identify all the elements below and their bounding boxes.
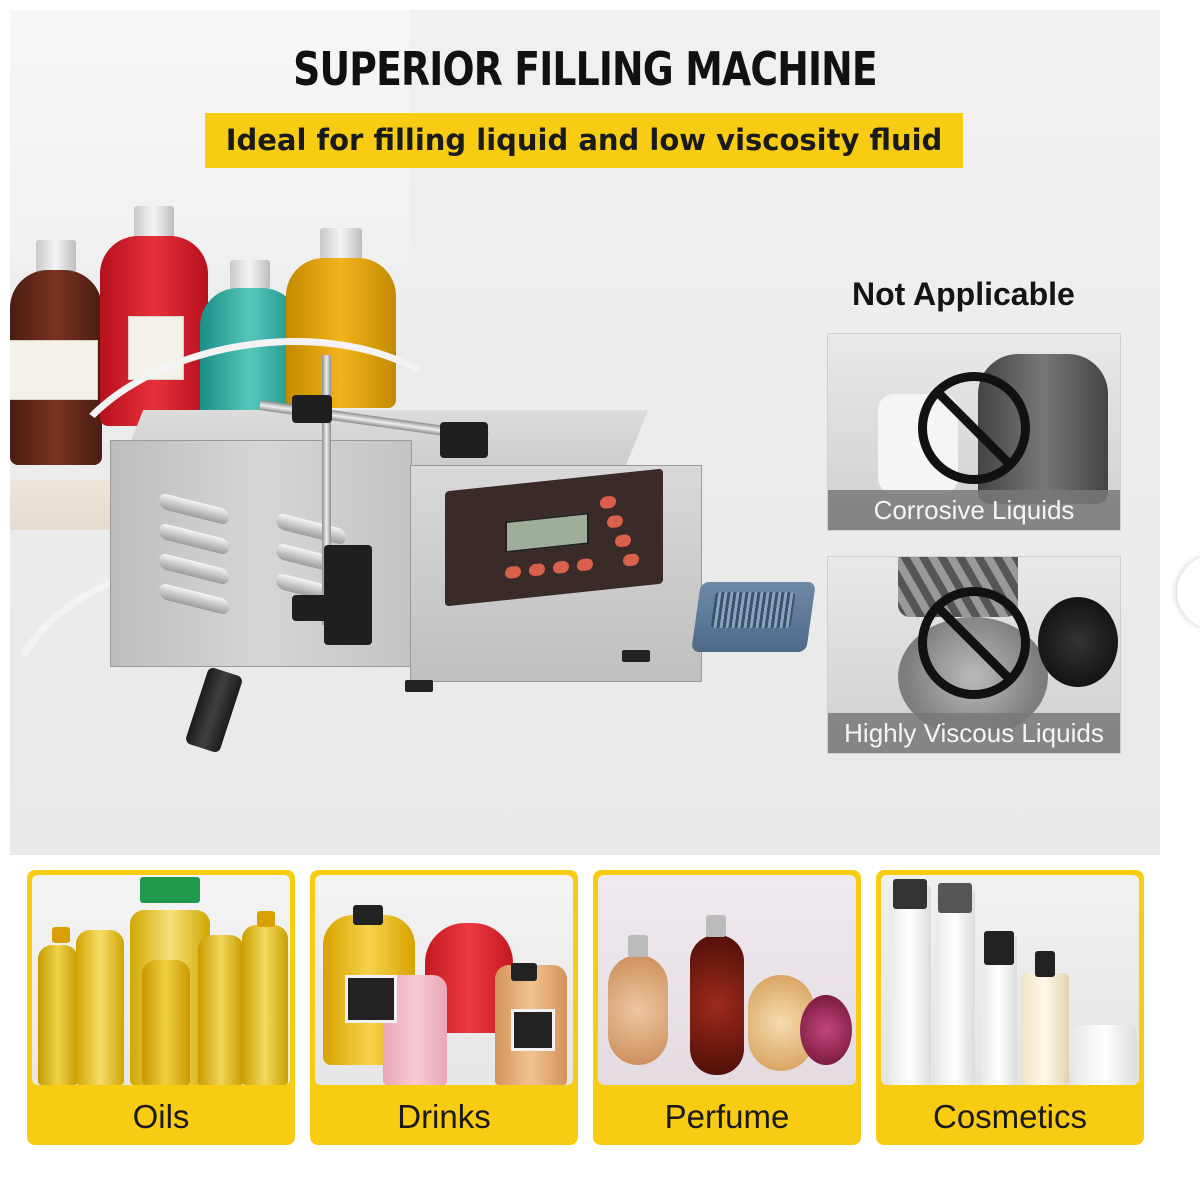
application-drinks: Drinks <box>310 870 578 1145</box>
prohibited-icon <box>918 372 1030 484</box>
page-subtitle: Ideal for filling liquid and low viscosi… <box>205 113 963 168</box>
not-applicable-viscous: Highly Viscous Liquids <box>827 556 1121 754</box>
not-applicable-label: Highly Viscous Liquids <box>828 713 1120 753</box>
application-label: Oils <box>132 1098 190 1135</box>
drinks-photo <box>315 875 573 1085</box>
perfume-photo <box>598 875 856 1085</box>
application-perfume: Perfume <box>593 870 861 1145</box>
lcd-display <box>505 512 589 554</box>
bottle-yellow <box>286 228 396 408</box>
application-label: Drinks <box>397 1098 491 1135</box>
cosmetics-photo <box>881 875 1139 1085</box>
prohibited-icon <box>918 587 1030 699</box>
application-cosmetics: Cosmetics <box>876 870 1144 1145</box>
bottle-brown <box>10 240 102 465</box>
not-applicable-corrosive: Corrosive Liquids <box>827 333 1121 531</box>
bottle-red <box>100 206 208 426</box>
application-label: Cosmetics <box>932 1098 1088 1135</box>
page-title: SUPERIOR FILLING MACHINE <box>293 42 878 96</box>
control-panel <box>445 468 663 607</box>
application-label: Perfume <box>664 1098 790 1135</box>
oils-photo <box>32 875 290 1085</box>
not-applicable-heading: Not Applicable <box>852 276 1075 312</box>
next-slide-arrow[interactable] <box>1177 555 1200 629</box>
application-oils: Oils <box>27 870 295 1145</box>
foot-pedal <box>691 582 816 652</box>
background-shelf <box>10 480 120 530</box>
bottle-teal <box>200 260 300 420</box>
not-applicable-label: Corrosive Liquids <box>828 490 1120 530</box>
nozzle-pole <box>322 355 331 625</box>
